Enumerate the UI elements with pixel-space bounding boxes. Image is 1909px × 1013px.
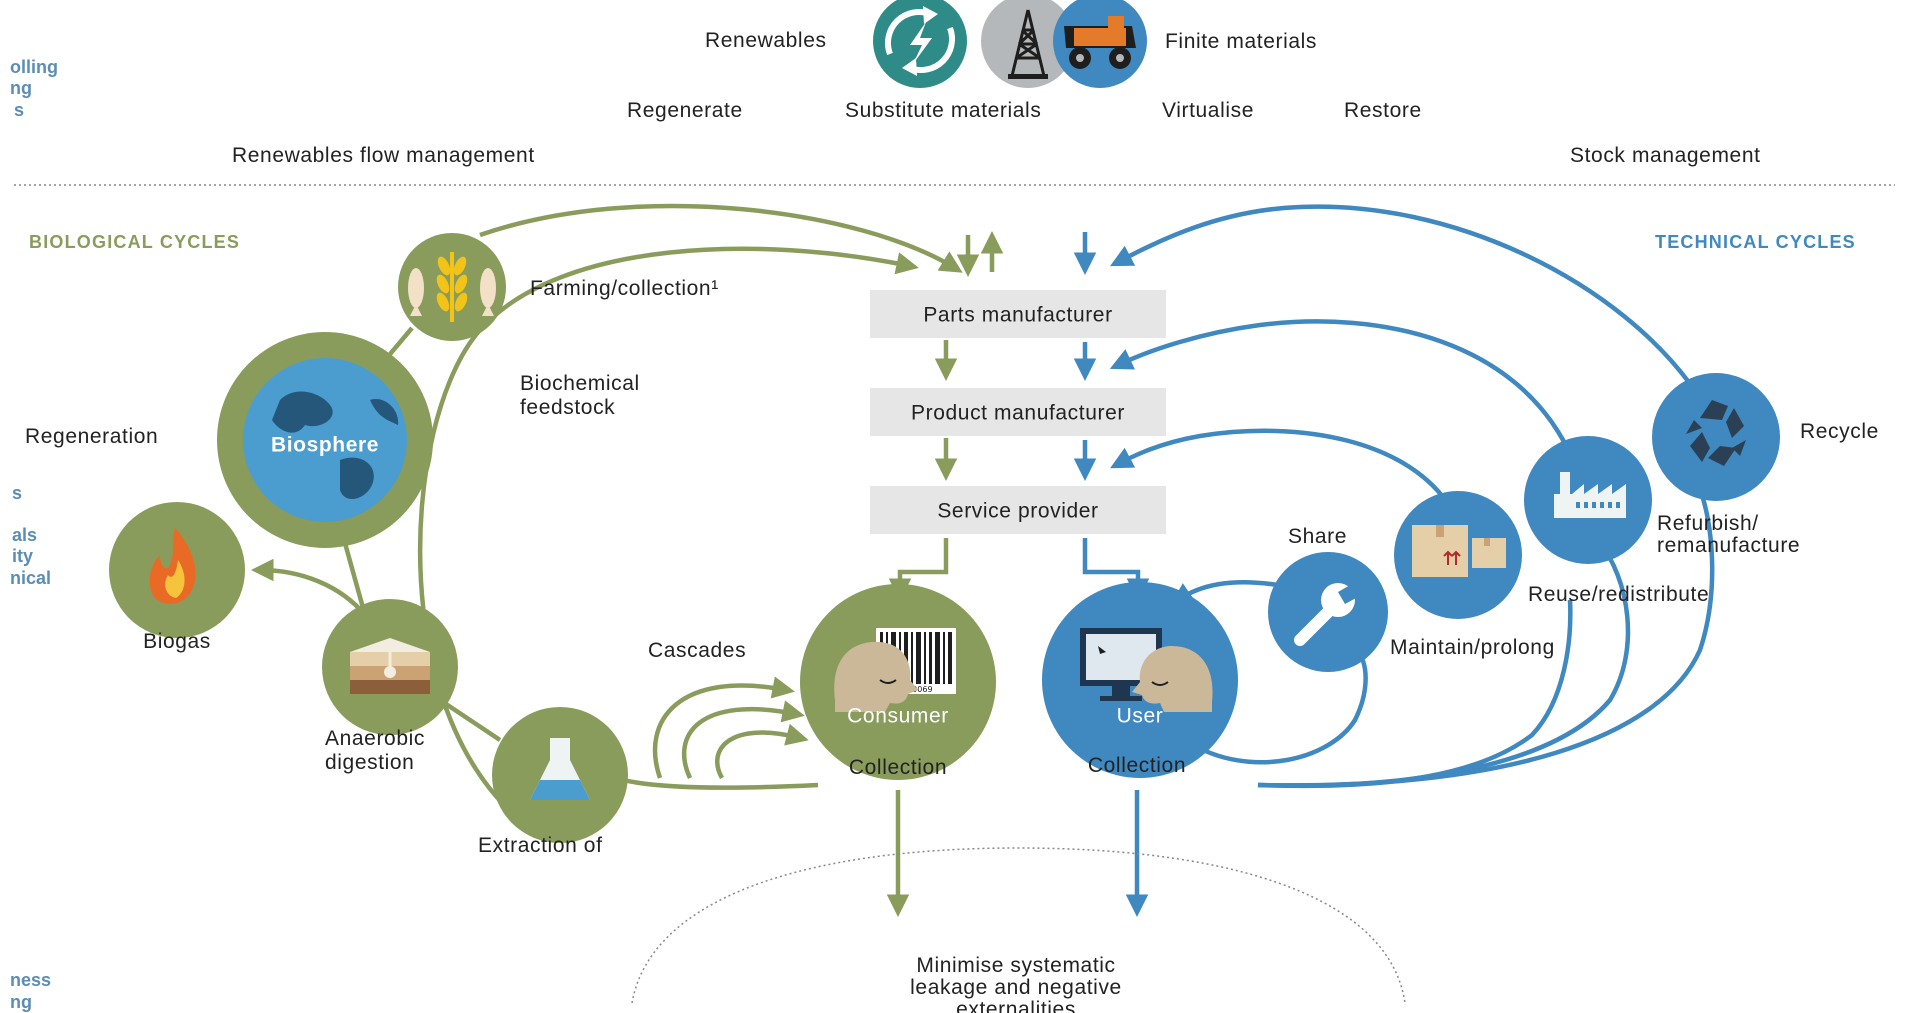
leakage-dome [631,847,1406,1004]
edge-fragment: als [12,525,37,545]
globe-icon [272,391,399,500]
soil-layers-icon [350,638,430,694]
user-label: User [1117,705,1164,728]
bio-collection-label: Collection [849,756,947,779]
reuse-node [1394,491,1522,619]
leakage-label-2: leakage and negative [910,976,1122,999]
anaerobic-label-1: Anaerobic [325,727,425,750]
edge-fragment: ness [10,970,51,990]
user-head-icon [1132,645,1213,712]
share-arrow [1170,580,1279,606]
cascade-1 [652,676,795,779]
oil-rig-icon [981,0,1075,88]
principle-virtualise: Virtualise [1162,99,1254,122]
share-label: Share [1288,525,1347,548]
collection-to-extraction [614,775,819,790]
edge-fragment: ng [10,78,32,98]
biochemical-label-2: feedstock [520,396,615,419]
principle-substitute: Substitute materials [845,99,1041,122]
biogas-node [109,502,245,638]
stock-management-label: Stock management [1570,144,1761,167]
cascade-3 [715,723,809,780]
service-to-user-arrow [1082,538,1150,601]
edge-fragment: olling [10,57,58,77]
value-chain: Parts manufacturer Product manufacturer … [870,290,1166,534]
user-node: User [1042,582,1238,778]
biochemical-label-1: Biochemical [520,372,640,395]
consumer-head-icon [834,641,918,712]
factory-icon [1554,472,1626,518]
recycle-label: Recycle [1800,420,1879,443]
reuse-arc [1110,428,1454,512]
edge-fragment: s [14,100,24,120]
refurbish-label-2: remanufacture [1657,534,1800,557]
collection-to-recycle [1257,489,1715,788]
wheat-fish-icon [408,252,496,322]
renewable-energy-icon [873,0,967,88]
maintain-node [1268,552,1388,672]
regeneration-label: Regeneration [25,425,158,448]
parts-manufacturer-box [870,290,1166,338]
edge-fragment: ity [12,546,33,566]
edge-fragment: s [12,483,22,503]
technical-cycles-heading: TECHNICAL CYCLES [1655,232,1856,252]
refurbish-node [1524,436,1652,564]
renewables-flow-label: Renewables flow management [232,144,535,167]
service-provider-box [870,486,1166,534]
leakage-label-1: Minimise systematic [916,954,1115,977]
finite-materials-label: Finite materials [1165,30,1317,53]
refurbish-label-1: Refurbish/ [1657,512,1759,535]
flame-icon [149,528,196,604]
reuse-label: Reuse/redistribute [1528,583,1709,606]
farming-node [398,233,506,341]
biogas-label: Biogas [143,630,211,653]
anaerobic-label-2: digestion [325,751,414,774]
product-manufacturer-box [870,388,1166,436]
renewables-label: Renewables [705,29,827,52]
tech-collection-label: Collection [1088,754,1186,777]
cascades-label: Cascades [648,639,746,662]
leakage-section: Minimise systematic leakage and negative… [631,847,1406,1013]
top-legend: Renewables Finite materials [14,0,1895,186]
recycle-icon [1686,400,1746,466]
service-to-consumer-arrow [888,538,949,601]
service-provider-label: Service provider [937,500,1098,523]
principle-regenerate: Regenerate [627,99,743,122]
edge-fragment: nical [10,568,51,588]
anaerobic-to-extraction [438,698,502,742]
product-manufacturer-label: Product manufacturer [911,402,1125,425]
extraction-crop-mask [470,853,670,875]
left-edge-fragments: olling ng s s als ity nical ness ng [10,57,58,1012]
biological-cycles-heading: BIOLOGICAL CYCLES [29,232,240,252]
recycle-arc [1110,204,1700,397]
cascade-2 [681,700,805,779]
mining-truck-icon [1053,0,1147,88]
biosphere-label: Biosphere [271,434,379,457]
maintain-label: Maintain/prolong [1390,636,1555,659]
consumer-node: 3 00069 Consumer [800,584,996,780]
consumer-label: Consumer [847,705,949,728]
boxes-icon [1412,525,1506,577]
biosphere-node: Biosphere [217,332,433,548]
extraction-node [492,707,628,843]
to-biogas-arrow [251,558,367,617]
farming-label: Farming/collection¹ [530,277,719,300]
principle-restore: Restore [1344,99,1422,122]
anaerobic-node [322,599,458,735]
edge-fragment: ng [10,992,32,1012]
recycle-node [1652,373,1780,501]
parts-manufacturer-label: Parts manufacturer [923,304,1112,327]
leakage-label-3: externalities [956,998,1076,1013]
flask-icon [530,738,590,800]
refurbish-arc [1109,319,1575,459]
farming-arc [479,203,963,273]
wrench-icon [1294,583,1356,646]
maintain-loop [1186,648,1368,765]
extraction-label: Extraction of [478,834,603,857]
